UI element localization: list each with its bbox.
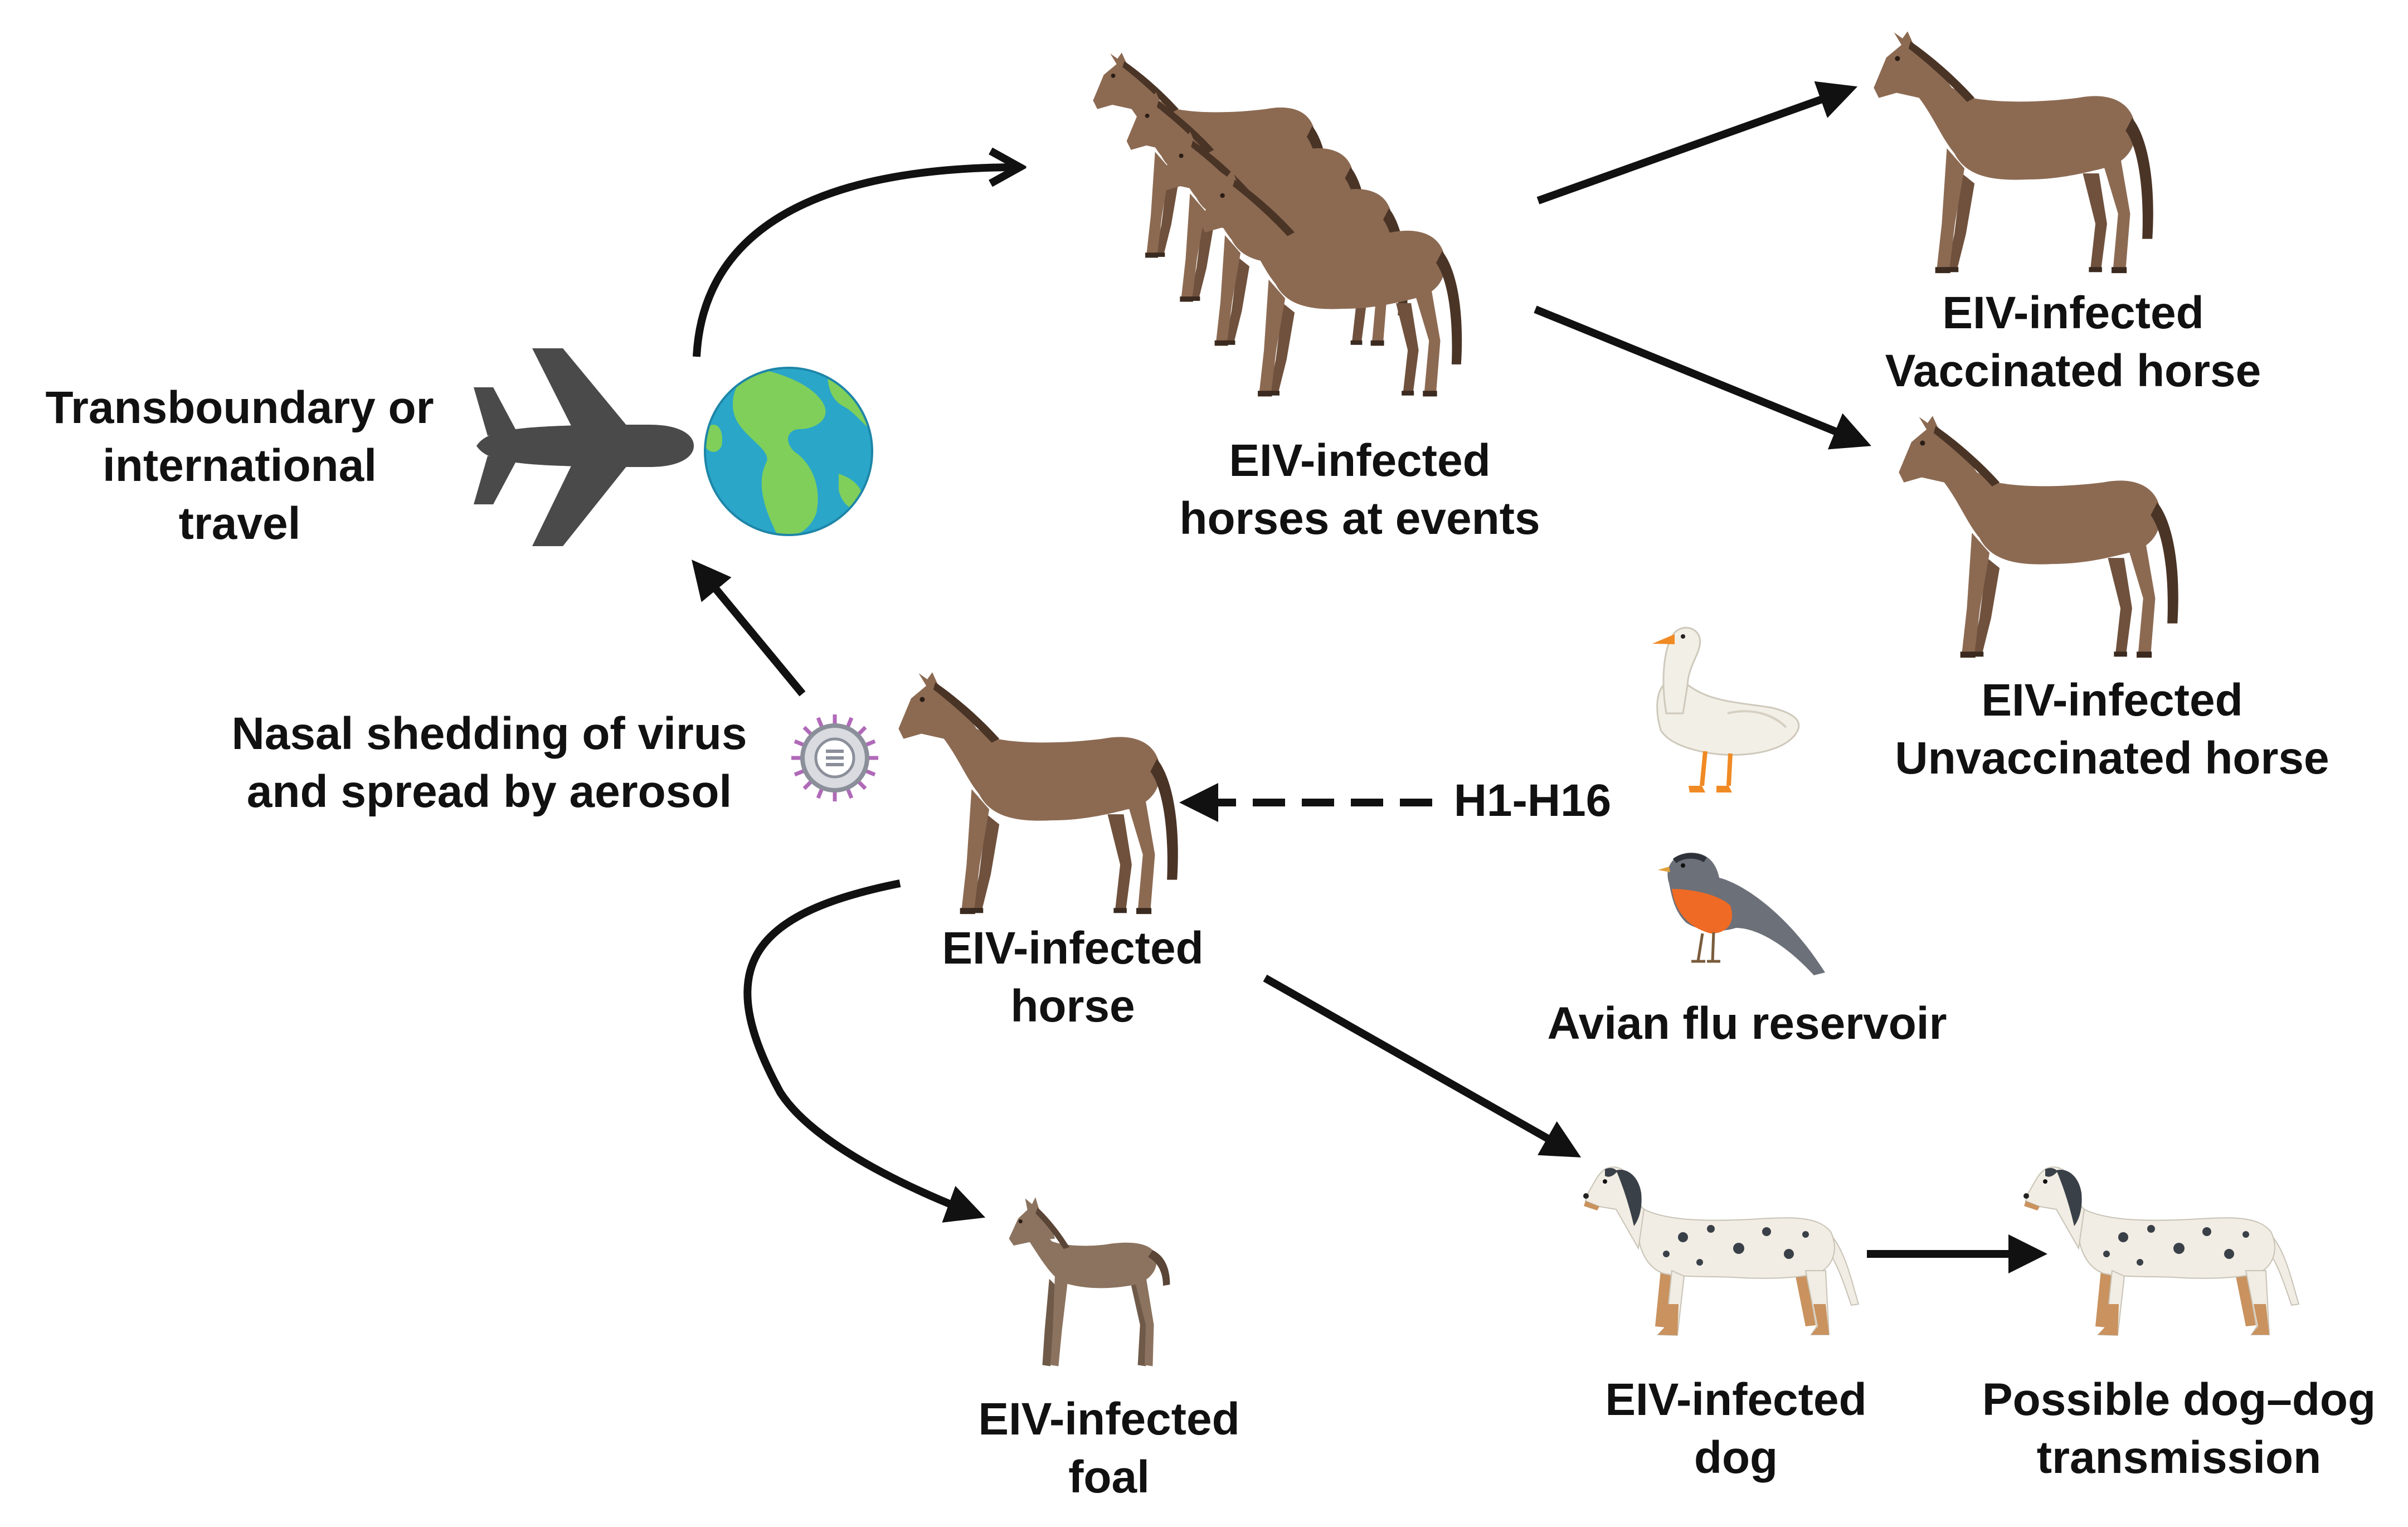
center-horse-label-line1: EIV-infected bbox=[942, 923, 1204, 974]
events-label-line1: EIV-infected bbox=[1229, 435, 1491, 486]
travel-label-line2: international bbox=[102, 440, 377, 491]
airplane-icon bbox=[474, 348, 694, 546]
subtypes-label-text: H1-H16 bbox=[1453, 775, 1612, 826]
subtypes-label: H1-H16 bbox=[1454, 772, 1612, 830]
events-label: EIV-infected horses at events bbox=[1179, 432, 1540, 548]
arrow-events-to-unvaccinated bbox=[1534, 305, 1871, 450]
shedding-label: Nasal shedding of virus and spread by ae… bbox=[232, 705, 747, 821]
center-horse-label-line2: horse bbox=[1010, 981, 1135, 1032]
arrow-horse-to-dog bbox=[1263, 974, 1582, 1158]
dog-transmission-label-line2: transmission bbox=[2036, 1432, 2322, 1483]
dog-label: EIV-infected dog bbox=[1605, 1371, 1866, 1487]
dog-label-line1: EIV-infected bbox=[1605, 1374, 1867, 1425]
vaccinated-label-line1: EIV-infected bbox=[1942, 288, 2204, 338]
vaccinated-label-line2: Vaccinated horse bbox=[1885, 346, 2261, 396]
dog-transmission-label-line1: Possible dog–dog bbox=[1982, 1374, 2376, 1425]
center-horse-label: EIV-infected horse bbox=[942, 920, 1203, 1035]
unvaccinated-label-line1: EIV-infected bbox=[1981, 675, 2243, 726]
vaccinated-label: EIV-infected Vaccinated horse bbox=[1885, 284, 2261, 400]
unvaccinated-label-line2: Unvaccinated horse bbox=[1895, 733, 2329, 784]
avian-label-text: Avian flu reservoir bbox=[1547, 998, 1947, 1049]
travel-label: Transboundary or international travel bbox=[45, 379, 434, 553]
foal-label-line2: foal bbox=[1068, 1452, 1150, 1502]
unvaccinated-horse-icon bbox=[1899, 416, 2178, 658]
virus-icon bbox=[791, 714, 878, 801]
arrow-events-to-vaccinated bbox=[1536, 81, 1858, 205]
dog-transmission-label: Possible dog–dog transmission bbox=[1982, 1371, 2376, 1487]
infected-horse-icon bbox=[898, 672, 1178, 915]
arrow-horse-to-foal bbox=[743, 879, 986, 1223]
globe-icon bbox=[704, 367, 873, 536]
travel-label-line1: Transboundary or bbox=[45, 382, 434, 433]
unvaccinated-label: EIV-infected Unvaccinated horse bbox=[1895, 672, 2329, 787]
second-dog-icon bbox=[2023, 1166, 2299, 1336]
goose-icon bbox=[1652, 626, 1800, 792]
shedding-label-line2: and spread by aerosol bbox=[246, 766, 732, 817]
foal-label: EIV-infected foal bbox=[978, 1390, 1239, 1506]
shedding-label-line1: Nasal shedding of virus bbox=[231, 708, 747, 759]
robin-icon bbox=[1658, 853, 1825, 975]
avian-label: Avian flu reservoir bbox=[1547, 995, 1947, 1053]
travel-label-line3: travel bbox=[178, 498, 301, 549]
foal-label-line1: EIV-infected bbox=[978, 1394, 1240, 1445]
arrow-shedding-to-globe bbox=[692, 560, 806, 697]
arrow-travel-to-events bbox=[693, 167, 1020, 357]
horse-herd-icon bbox=[1093, 52, 1462, 397]
dog-label-line2: dog bbox=[1694, 1432, 1778, 1483]
infected-dog-icon bbox=[1583, 1166, 1859, 1336]
foal-icon bbox=[1009, 1197, 1170, 1366]
events-label-line2: horses at events bbox=[1179, 493, 1540, 544]
vaccinated-horse-icon bbox=[1874, 31, 2153, 274]
